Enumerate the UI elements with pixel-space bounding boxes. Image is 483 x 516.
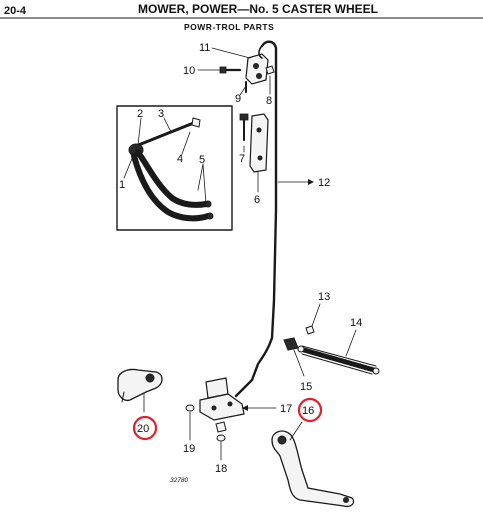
lower-bracket-part-17 xyxy=(199,377,277,421)
callout-1: 1 xyxy=(119,179,125,191)
pedal-arm-part-16 xyxy=(271,421,355,508)
callout-4: 4 xyxy=(177,153,183,165)
spring-part-14 xyxy=(301,347,377,373)
callout-labels: 1 2 3 4 5 6 7 8 9 10 11 12 13 14 15 17 1… xyxy=(119,42,362,475)
callout-14: 14 xyxy=(350,317,362,329)
callout-11: 11 xyxy=(199,42,210,54)
page-title: MOWER, POWER—No. 5 CASTER WHEEL xyxy=(138,2,378,16)
nut-part-18 xyxy=(215,421,227,433)
callout-16: 16 xyxy=(302,405,314,417)
callout-12: 12 xyxy=(318,177,330,189)
bell-crank-part-20 xyxy=(117,368,163,413)
highlighted-callout-16: 16 xyxy=(297,397,323,423)
callout-17: 17 xyxy=(280,403,292,415)
figure-number: 32780 xyxy=(170,477,188,484)
upper-clamp-assembly xyxy=(197,47,275,96)
inset-frame xyxy=(116,105,233,231)
bracket-part-15 xyxy=(283,337,299,351)
highlight-circle-20 xyxy=(132,415,158,441)
nut-part-13 xyxy=(305,325,315,335)
clamp-part-6 xyxy=(249,113,269,173)
inset-lift-assembly xyxy=(116,105,233,231)
callout-18: 18 xyxy=(215,463,227,475)
rock-shaft-end xyxy=(191,117,201,128)
page-subtitle: POWR-TROL PARTS xyxy=(184,22,274,32)
nut-part-8 xyxy=(265,65,275,75)
highlight-circle-16 xyxy=(297,397,323,423)
fastener-parts xyxy=(185,404,227,461)
clamp-bracket-part xyxy=(245,53,269,85)
callout-7: 7 xyxy=(239,153,245,165)
rock-shaft-part xyxy=(129,120,198,150)
callout-2: 2 xyxy=(137,108,143,120)
spring-assembly xyxy=(283,303,380,377)
callout-5: 5 xyxy=(199,154,205,166)
callout-15: 15 xyxy=(300,381,312,393)
callout-13: 13 xyxy=(318,291,330,303)
callout-20: 20 xyxy=(137,423,149,435)
callout-8: 8 xyxy=(266,95,272,107)
page-number: 20-4 xyxy=(4,5,27,17)
middle-clamp-assembly xyxy=(239,113,269,193)
highlighted-callout-20: 20 xyxy=(132,415,158,441)
callout-3: 3 xyxy=(158,108,164,120)
callout-9: 9 xyxy=(235,93,241,105)
callout-10: 10 xyxy=(183,65,195,77)
callout-6: 6 xyxy=(254,194,260,206)
control-rod-part-12 xyxy=(234,40,314,398)
callout-19: 19 xyxy=(183,443,195,455)
washer-part-19 xyxy=(185,404,195,412)
